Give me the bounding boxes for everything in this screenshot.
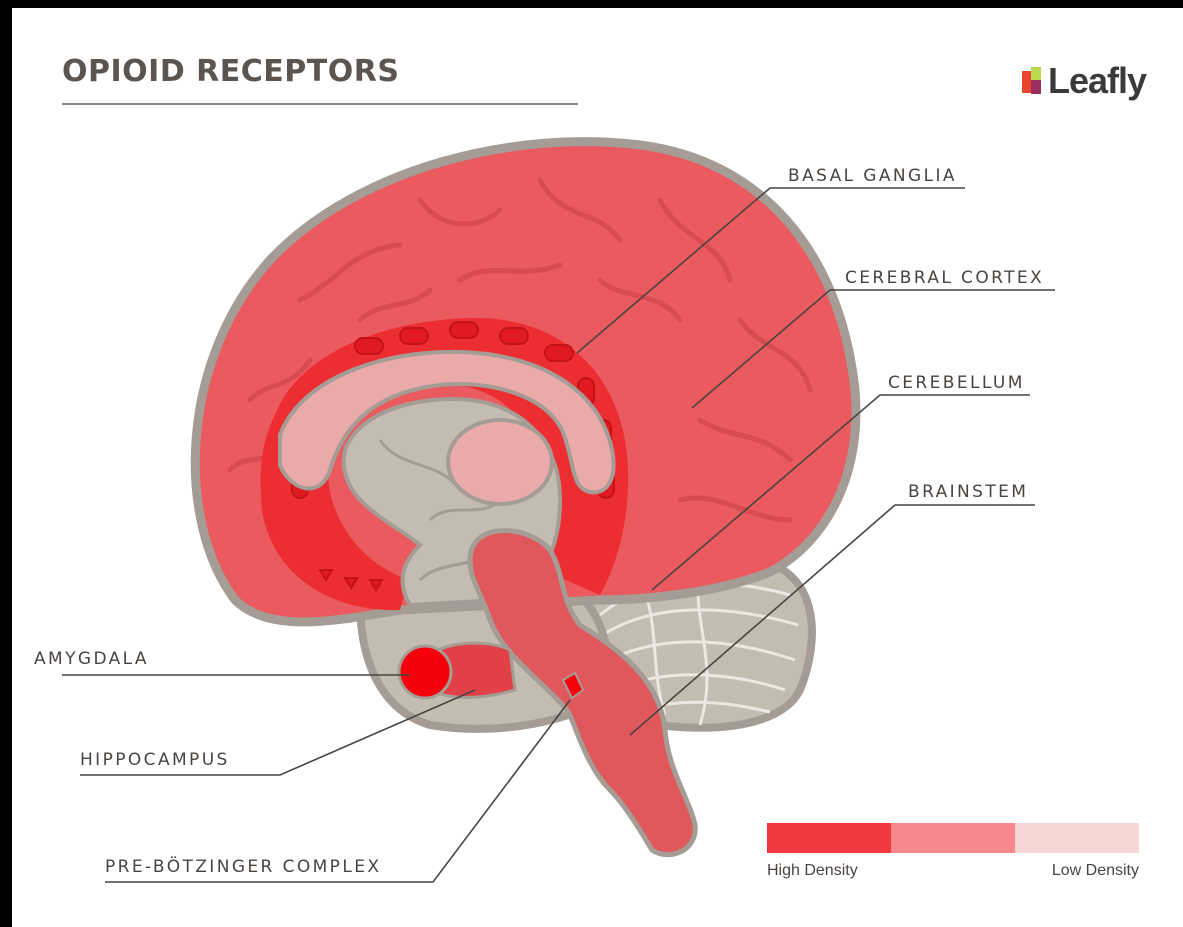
brain-diagram (12, 8, 1183, 927)
density-legend: High Density Low Density (767, 823, 1139, 880)
label-cerebellum: CEREBELLUM (888, 373, 1025, 393)
label-brainstem: BRAINSTEM (908, 482, 1028, 502)
label-pre-botzinger-complex: PRE-BÖTZINGER COMPLEX (105, 857, 381, 877)
thalamus (448, 420, 552, 504)
legend-low-swatch (1015, 823, 1139, 853)
label-cerebral-cortex: CEREBRAL CORTEX (845, 268, 1044, 288)
amygdala-region (399, 646, 451, 698)
infographic-card: OPIOID RECEPTORS Leafly (12, 8, 1183, 927)
legend-medium-swatch (891, 823, 1015, 853)
density-legend-bar (767, 823, 1139, 853)
label-hippocampus: HIPPOCAMPUS (80, 750, 230, 770)
label-basal-ganglia: BASAL GANGLIA (788, 166, 957, 186)
legend-high-swatch (767, 823, 891, 853)
label-amygdala: AMYGDALA (34, 649, 149, 669)
legend-low-label: Low Density (1052, 862, 1139, 880)
legend-high-label: High Density (767, 862, 858, 880)
